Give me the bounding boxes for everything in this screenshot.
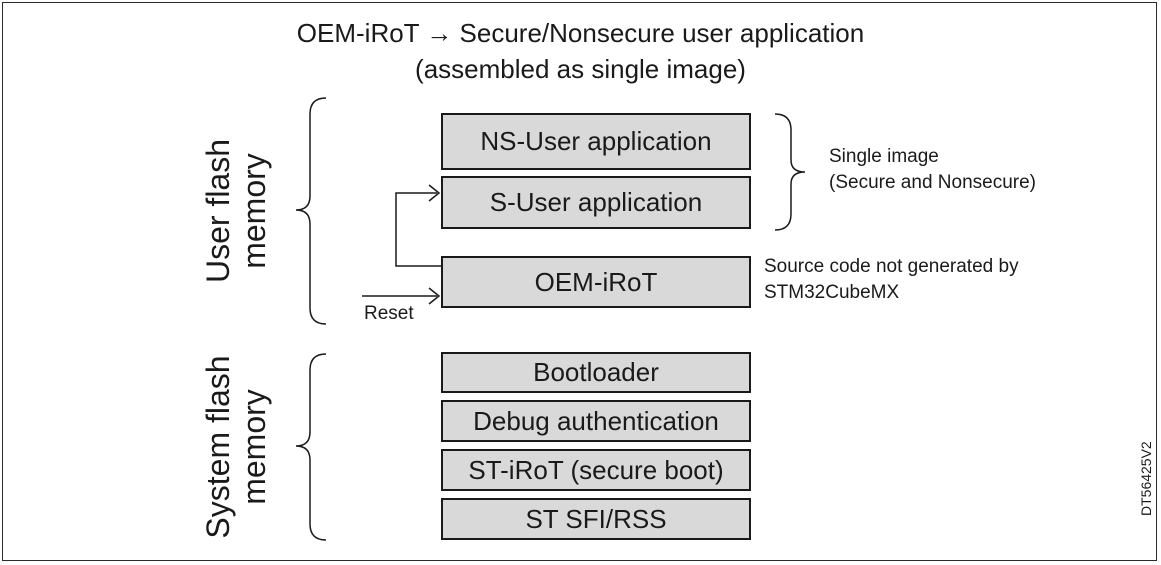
st-irot-box: ST-iRoT (secure boot) [441,449,751,491]
bootloader-box: Bootloader [441,352,751,393]
single-image-brace [774,113,806,231]
system-flash-memory-label: System flash memory [200,355,272,539]
user-flash-brace [295,97,327,325]
single-image-note: Single image (Secure and Nonsecure) [829,146,1036,193]
user-flash-memory-label: User flash memory [200,138,272,284]
s-user-application-box: S-User application [441,176,751,229]
oem-irot-box: OEM-iRoT [441,256,751,308]
diagram-subtitle: (assembled as single image) [415,54,746,84]
debug-authentication-box: Debug authentication [441,400,751,442]
ns-user-application-box: NS-User application [441,113,751,170]
oem-to-s-user-arrowhead [428,184,441,202]
document-id: DT56425V2 [1138,441,1154,516]
oem-to-s-user-connector [395,192,441,267]
diagram-title: OEM-iRoT → Secure/Nonsecure user applica… [296,18,865,48]
st-sfi-rss-box: ST SFI/RSS [441,498,751,540]
source-code-note: Source code not generated by STM32CubeMX [764,256,1019,303]
system-flash-brace [295,353,327,541]
reset-arrowhead [428,287,441,305]
reset-label: Reset [364,303,414,324]
